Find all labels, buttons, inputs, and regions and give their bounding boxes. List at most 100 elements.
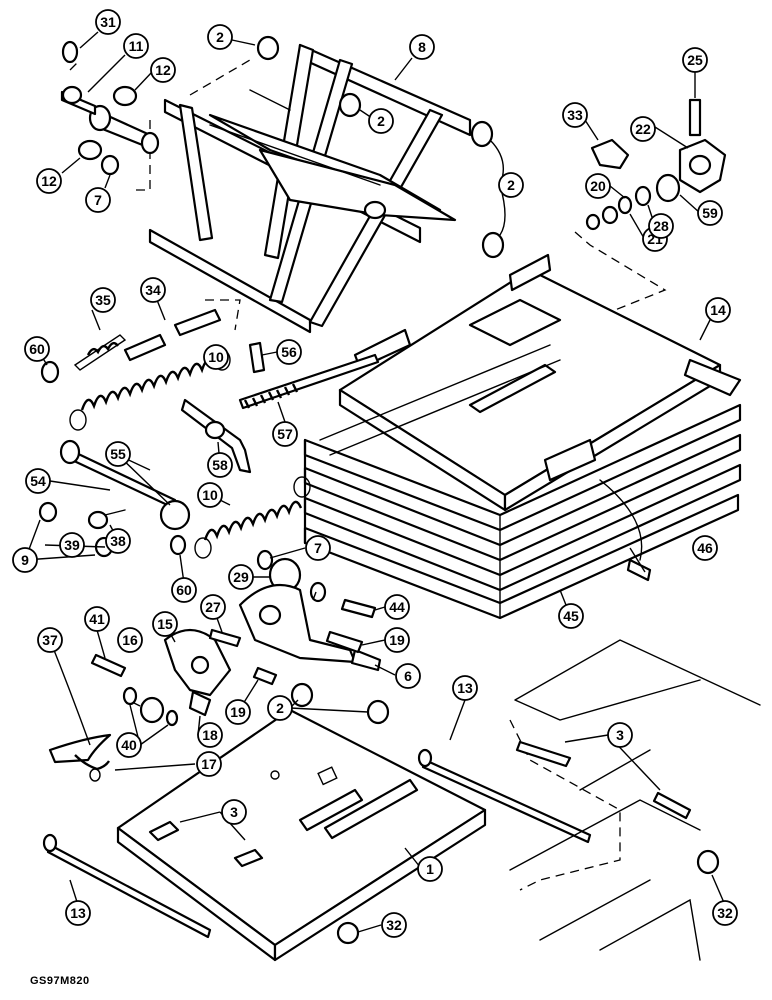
washer: [165, 709, 179, 727]
svg-text:10: 10: [208, 349, 224, 365]
callout-20: 20: [585, 173, 611, 199]
svg-text:31: 31: [100, 14, 116, 30]
callout-6: 6: [395, 663, 421, 689]
nut: [336, 921, 360, 945]
svg-text:60: 60: [176, 582, 192, 598]
drawing-code: GS97M820: [30, 975, 90, 987]
callout-2: 2: [267, 695, 293, 721]
svg-text:29: 29: [233, 569, 249, 585]
svg-text:37: 37: [42, 632, 58, 648]
svg-text:40: 40: [121, 737, 137, 753]
callout-2: 2: [498, 172, 524, 198]
screw: [87, 509, 126, 530]
washer: [585, 213, 601, 231]
svg-text:19: 19: [389, 632, 405, 648]
svg-text:25: 25: [687, 52, 703, 68]
svg-text:32: 32: [717, 905, 733, 921]
callout-3: 3: [221, 799, 247, 825]
svg-text:58: 58: [212, 457, 228, 473]
svg-text:57: 57: [277, 426, 293, 442]
svg-text:2: 2: [377, 113, 385, 129]
svg-text:2: 2: [507, 177, 515, 193]
washer: [634, 185, 652, 207]
bracket: [123, 308, 222, 362]
svg-text:12: 12: [41, 173, 57, 189]
pin: [340, 598, 377, 619]
callout-15: 15: [152, 611, 178, 637]
adjuster-screw: [238, 353, 380, 410]
spacer: [655, 173, 681, 203]
callout-13: 13: [452, 675, 478, 701]
nut: [696, 849, 720, 875]
svg-text:41: 41: [89, 611, 105, 627]
callout-46: 46: [692, 535, 718, 561]
svg-text:46: 46: [697, 540, 713, 556]
callout-40: 40: [116, 732, 142, 758]
svg-text:45: 45: [563, 608, 579, 624]
callout-44: 44: [384, 594, 410, 620]
callout-55: 55: [105, 441, 131, 467]
svg-text:6: 6: [404, 668, 412, 684]
svg-text:3: 3: [230, 804, 238, 820]
callout-60: 60: [24, 336, 50, 362]
svg-text:60: 60: [29, 341, 45, 357]
pin: [208, 628, 242, 648]
cap: [590, 138, 630, 170]
rod: [42, 833, 212, 939]
callout-58: 58: [207, 452, 233, 478]
roller: [366, 699, 390, 725]
svg-text:20: 20: [590, 178, 606, 194]
bushing: [139, 696, 165, 724]
svg-text:2: 2: [216, 29, 224, 45]
svg-text:17: 17: [201, 756, 217, 772]
bushing: [38, 501, 58, 523]
tension-spring: [194, 476, 311, 559]
svg-text:15: 15: [157, 616, 173, 632]
callout-56: 56: [276, 339, 302, 365]
callout-34: 34: [140, 277, 166, 303]
svg-text:12: 12: [155, 62, 171, 78]
shock-absorber: [60, 85, 160, 155]
callout-57: 57: [272, 421, 298, 447]
svg-text:59: 59: [702, 205, 718, 221]
svg-text:13: 13: [70, 905, 86, 921]
svg-text:33: 33: [567, 107, 583, 123]
callout-29: 29: [228, 564, 254, 590]
callout-14: 14: [705, 297, 731, 323]
callout-8: 8: [409, 34, 435, 60]
svg-text:3: 3: [616, 727, 624, 743]
clip: [169, 534, 187, 556]
clip: [40, 360, 60, 384]
washer: [122, 686, 138, 706]
svg-text:22: 22: [635, 121, 651, 137]
pin: [325, 630, 364, 654]
callout-3: 3: [607, 722, 633, 748]
roller: [470, 120, 494, 148]
cam-plate: [163, 628, 232, 697]
callout-11: 11: [123, 33, 149, 59]
callout-27: 27: [200, 594, 226, 620]
callout-7: 7: [305, 535, 331, 561]
bushing: [112, 85, 138, 107]
svg-text:28: 28: [653, 218, 669, 234]
svg-text:54: 54: [30, 473, 46, 489]
callout-33: 33: [562, 102, 588, 128]
callout-37: 37: [37, 627, 63, 653]
svg-text:10: 10: [202, 487, 218, 503]
svg-text:7: 7: [94, 192, 102, 208]
callout-45: 45: [558, 603, 584, 629]
callout-54: 54: [25, 468, 51, 494]
pin: [252, 666, 278, 686]
svg-text:34: 34: [145, 282, 161, 298]
bolt: [599, 479, 652, 582]
washer: [256, 549, 274, 571]
callout-18: 18: [197, 722, 223, 748]
base-plate: [116, 708, 487, 962]
pin: [248, 341, 266, 374]
svg-text:7: 7: [314, 540, 322, 556]
callout-59: 59: [697, 200, 723, 226]
roller: [256, 35, 280, 61]
callout-31: 31: [95, 9, 121, 35]
pivot-shaft: [59, 439, 191, 531]
callout-2: 2: [207, 24, 233, 50]
